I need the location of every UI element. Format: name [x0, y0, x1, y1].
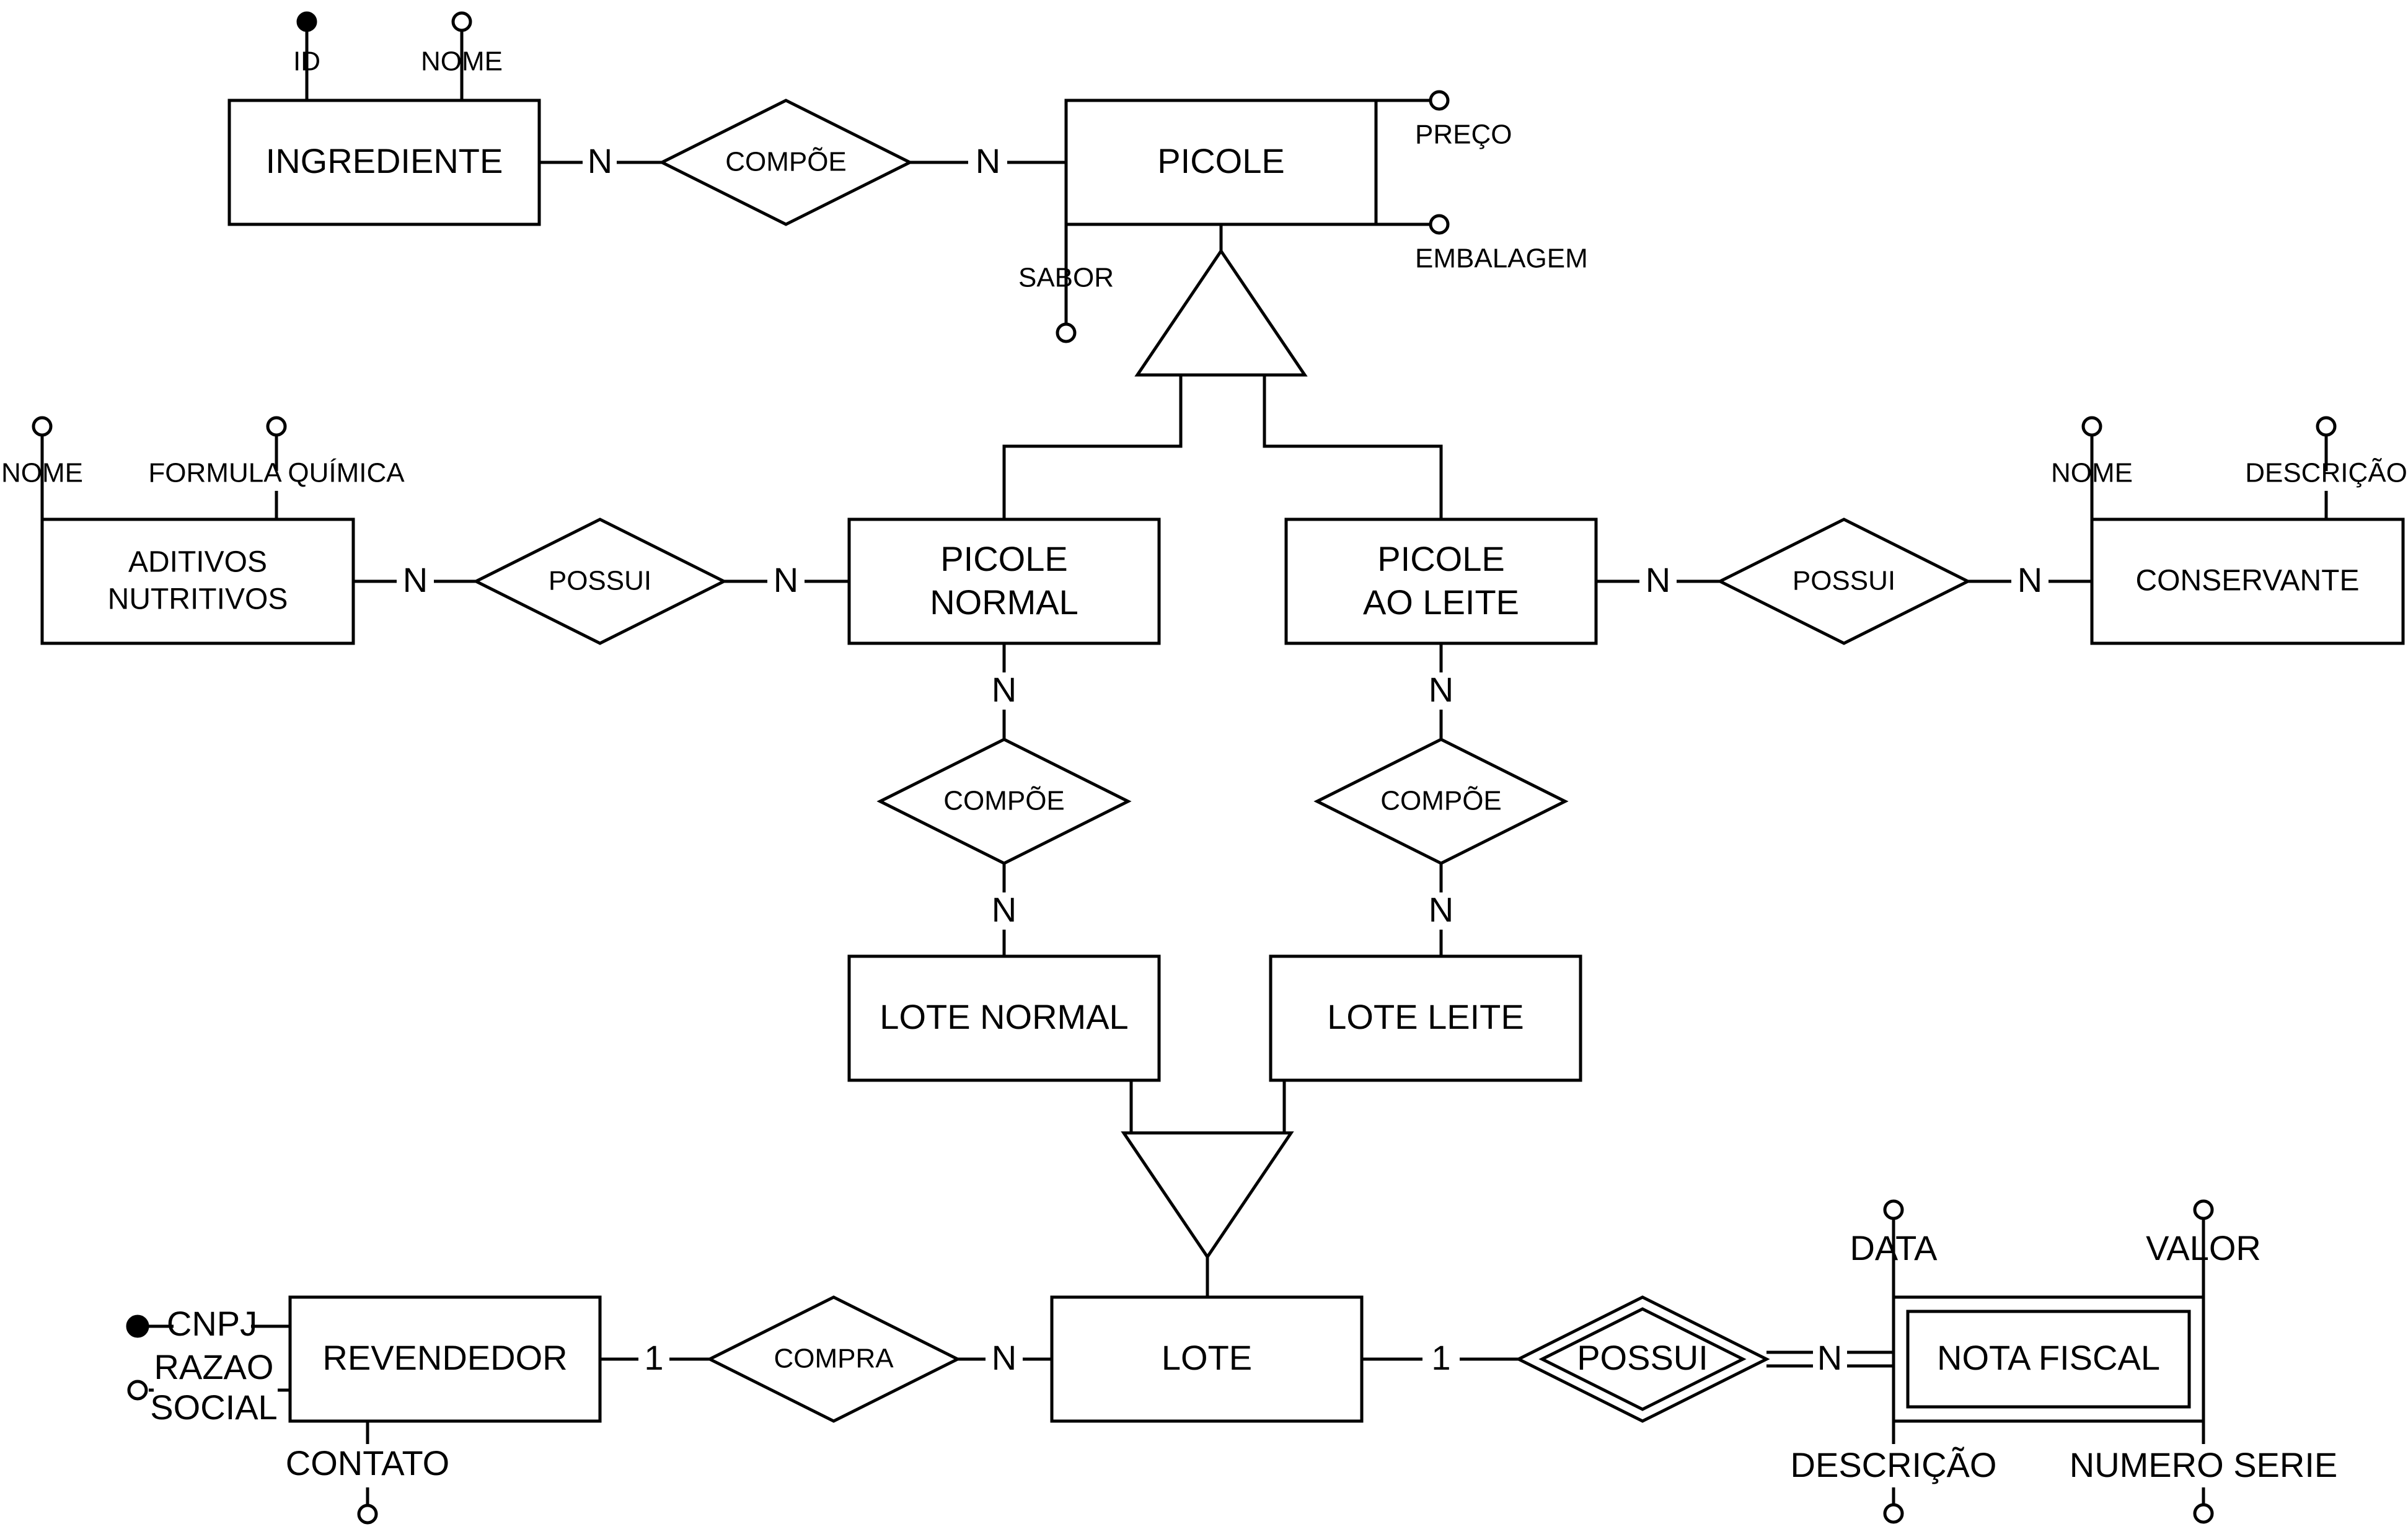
entity-conservante: CONSERVANTE: [2090, 517, 2405, 645]
relationship-label: COMPÕE: [943, 785, 1065, 816]
entity-revendedor: REVENDEDOR: [288, 1295, 602, 1423]
conservante-nome-marker: [2081, 416, 2102, 437]
picole-embalagem-marker: [1429, 214, 1450, 235]
attr-nota-valor: VALOR: [2146, 1228, 2261, 1267]
cardinality-labels: N N N N N N N N N N 1 N 1 N: [403, 141, 2042, 1377]
entity-picole: PICOLE: [1064, 99, 1378, 226]
card-compoe-lote-normal: N: [992, 890, 1017, 929]
nota-descricao-marker: [1883, 1503, 1904, 1524]
ingrediente-id-key-marker: [296, 11, 317, 32]
card-revendedor-compra: 1: [644, 1338, 663, 1377]
entity-ingrediente: INGREDIENTE: [227, 99, 541, 226]
nota-valor-marker: [2193, 1199, 2214, 1220]
entity-label-line-2: AO LEITE: [1363, 583, 1519, 622]
aditivos-formula-marker: [266, 416, 287, 437]
card-picole-leite-compoe: N: [1429, 670, 1453, 709]
ingrediente-nome-marker: [451, 11, 472, 32]
card-possui-conservante: N: [2018, 560, 2042, 599]
attr-conservante-descricao: DESCRIÇÃO: [2245, 457, 2407, 488]
picole-sabor-marker: [1056, 322, 1077, 343]
attr-revendedor-razao-line-1: RAZAO: [154, 1347, 274, 1386]
entity-label-line-2: NUTRITIVOS: [108, 583, 288, 616]
attr-ingrediente-nome: NOME: [421, 46, 503, 77]
relationship-compoe-lote-normal: COMPÕE: [876, 738, 1132, 865]
relationship-compoe-lote-leite: COMPÕE: [1313, 738, 1569, 865]
entity-label: REVENDEDOR: [322, 1338, 567, 1377]
entity-label: LOTE NORMAL: [880, 997, 1128, 1036]
entity-label: LOTE: [1162, 1338, 1252, 1377]
attr-picole-sabor: SABOR: [1018, 263, 1114, 293]
card-lote-possui: 1: [1431, 1338, 1450, 1377]
attr-ingrediente-id: ID: [293, 46, 320, 77]
entity-lote: LOTE: [1050, 1295, 1364, 1423]
weak-entity-nota-fiscal: NOTA FISCAL: [1892, 1295, 2205, 1423]
attr-aditivos-formula: FORMULA QUÍMICA: [148, 458, 405, 488]
entity-picole-ao-leite: PICOLE AO LEITE: [1284, 517, 1598, 645]
entity-lote-leite: LOTE LEITE: [1269, 954, 1582, 1082]
card-possui-nota: N: [1817, 1338, 1842, 1377]
relationship-label: COMPÕE: [1380, 785, 1502, 816]
attr-picole-embalagem: EMBALAGEM: [1415, 244, 1588, 274]
generalization-triangle: [1121, 1131, 1294, 1260]
relationship-possui-aditivos: POSSUI: [472, 517, 728, 645]
picole-preco-marker: [1429, 90, 1450, 111]
aditivos-nome-marker: [32, 416, 53, 437]
specialization-triangle: [1134, 248, 1308, 377]
entity-label-line-1: PICOLE: [940, 539, 1067, 578]
revendedor-cnpj-key-marker: [126, 1315, 149, 1338]
entity-label-line-1: PICOLE: [1377, 539, 1504, 578]
card-picole-normal-compoe: N: [992, 670, 1017, 709]
entity-label-line-2: NORMAL: [930, 583, 1078, 622]
card-aditivos-possui: N: [403, 560, 428, 599]
relationship-possui-conservante: POSSUI: [1716, 517, 1972, 645]
attribute-labels: ID NOME PREÇO EMBALAGEM SABOR NOME FORMU…: [1, 46, 2407, 1484]
card-compoe-picole: N: [976, 141, 1000, 180]
attr-nota-numero-serie: NUMERO SERIE: [2070, 1445, 2338, 1484]
relationship-compra: COMPRA: [706, 1295, 961, 1423]
revendedor-razao-marker: [127, 1380, 148, 1401]
connector-lines: [40, 25, 2328, 1506]
identifying-relationship-possui-nota: POSSUI: [1515, 1295, 1770, 1423]
card-possui-picole-normal: N: [774, 560, 798, 599]
entity-label: LOTE LEITE: [1327, 997, 1524, 1036]
attr-nota-descricao: DESCRIÇÃO: [1791, 1445, 1997, 1484]
entity-label: NOTA FISCAL: [1937, 1338, 2160, 1377]
attr-aditivos-nome: NOME: [1, 458, 83, 488]
attribute-markers: [32, 11, 2337, 1525]
nota-data-marker: [1883, 1199, 1904, 1220]
revendedor-contato-marker: [357, 1504, 378, 1525]
entity-label: INGREDIENTE: [266, 141, 503, 180]
relationship-compoe-ingrediente-picole: COMPÕE: [658, 99, 914, 226]
attr-conservante-nome: NOME: [2051, 458, 2133, 488]
attr-picole-preco: PREÇO: [1415, 120, 1512, 150]
nota-numero-serie-marker: [2193, 1503, 2214, 1524]
attr-revendedor-razao-line-2: SOCIAL: [150, 1388, 277, 1427]
entity-aditivos-nutritivos: ADITIVOS NUTRITIVOS: [40, 517, 355, 645]
entity-label: PICOLE: [1157, 141, 1284, 180]
card-compoe-lote-leite: N: [1429, 890, 1453, 929]
attr-nota-data: DATA: [1850, 1228, 1938, 1267]
relationship-label: POSSUI: [549, 566, 651, 596]
conservante-descricao-marker: [2316, 416, 2337, 437]
attr-revendedor-cnpj: CNPJ: [167, 1304, 257, 1343]
relationship-label: COMPÕE: [725, 146, 847, 177]
card-picole-leite-possui: N: [1646, 560, 1670, 599]
relationship-label: POSSUI: [1577, 1338, 1708, 1377]
entity-label: CONSERVANTE: [2136, 565, 2360, 597]
card-ingrediente-compoe: N: [588, 141, 612, 180]
entity-picole-normal: PICOLE NORMAL: [847, 517, 1161, 645]
relationship-label: COMPRA: [774, 1344, 894, 1374]
attr-revendedor-contato: CONTATO: [286, 1443, 449, 1482]
card-compra-lote: N: [992, 1338, 1017, 1377]
entity-lote-normal: LOTE NORMAL: [847, 954, 1161, 1082]
entity-label-line-1: ADITIVOS: [128, 546, 267, 579]
relationship-label: POSSUI: [1793, 566, 1895, 596]
